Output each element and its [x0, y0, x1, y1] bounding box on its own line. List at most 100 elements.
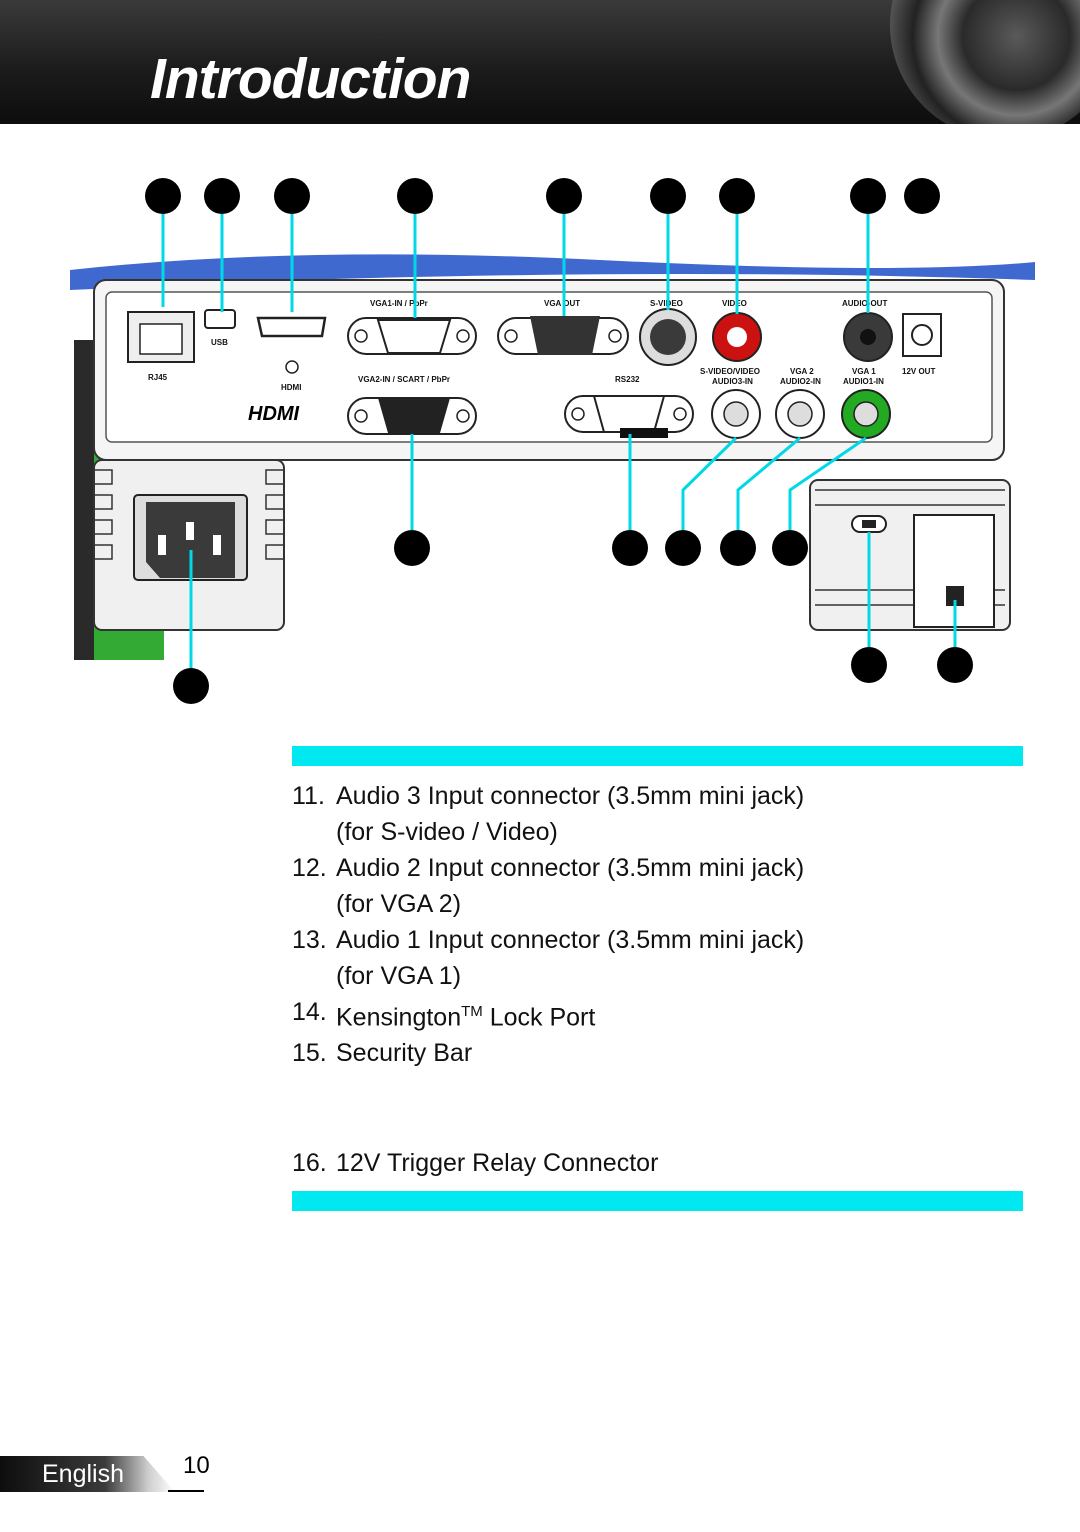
svg-text:5: 5: [559, 187, 569, 207]
list-item: 14. KensingtonTM Lock Port: [292, 994, 1032, 1035]
svg-text:3: 3: [790, 539, 800, 559]
list-item: 11. Audio 3 Input connector (3.5mm mini …: [292, 778, 1032, 850]
connector-panel-diagram: RJ45 USB HDMI HDMI VGA1-IN / PbPr VGA2-I…: [70, 178, 1035, 704]
callout-16: 6: [904, 178, 940, 214]
callout-8: 8: [850, 178, 886, 214]
label-vga1: VGA 1: [852, 367, 876, 376]
callout-badges: 1 2 3 4 5 6 7 8 6 9 0 1 2 3 4 5 7: [145, 178, 973, 704]
label-vga-out: VGA OUT: [544, 299, 580, 308]
blue-accent-band: [70, 254, 1035, 290]
svg-text:6: 6: [922, 187, 932, 207]
usb-port: USB: [204, 309, 236, 347]
svg-text:2: 2: [738, 539, 748, 559]
item-number: 11.: [292, 782, 325, 810]
label-audio2-in: AUDIO2-IN: [780, 377, 821, 386]
svg-text:0: 0: [630, 539, 640, 559]
callout-lines: [161, 197, 957, 686]
svg-text:4: 4: [410, 187, 420, 207]
rs232-port: RS232: [564, 375, 694, 438]
audio2-in-jack: [775, 389, 825, 439]
projector-lens-graphic: [890, 0, 1080, 124]
label-rj45: RJ45: [148, 373, 168, 382]
label-vga2: VGA 2: [790, 367, 814, 376]
s-video-port: S-VIDEO: [639, 299, 697, 366]
label-12v-out: 12V OUT: [902, 367, 935, 376]
item-number: 16.: [292, 1149, 327, 1178]
callout-4: 4: [397, 178, 433, 214]
footer-rule: [168, 1490, 204, 1492]
svg-text:2: 2: [217, 187, 227, 207]
item-number: 15.: [292, 1039, 327, 1068]
label-rs232: RS232: [615, 375, 640, 384]
list-item: 12. Audio 2 Input connector (3.5mm mini …: [292, 850, 1032, 922]
svg-text:3: 3: [287, 187, 297, 207]
item-text: Audio 1 Input connector (3.5mm mini jack…: [336, 926, 805, 954]
list-item: 16. 12V Trigger Relay Connector: [292, 1145, 1032, 1181]
page-header: Introduction: [0, 0, 1080, 124]
item-text: Audio 2 Input connector (3.5mm mini jack…: [336, 854, 805, 882]
footer-language-tab: [0, 1456, 175, 1492]
power-inlet: [133, 494, 248, 581]
callout-13: 3: [772, 530, 808, 566]
trademark-mark: TM: [461, 1003, 483, 1020]
vga1-in-port: VGA1-IN / PbPr: [347, 299, 477, 355]
callout-5: 5: [546, 178, 582, 214]
connector-panel-inner: [105, 291, 993, 443]
hdmi-logo: HDMI: [248, 403, 300, 425]
label-video: VIDEO: [722, 299, 747, 308]
item-text: Audio 3 Input connector (3.5mm mini jack…: [336, 782, 805, 810]
label-hdmi: HDMI: [281, 383, 301, 392]
svg-text:7: 7: [191, 677, 201, 697]
item-number: 12.: [292, 854, 327, 882]
callout-14: 4: [851, 647, 887, 683]
vga-out-port: VGA OUT: [497, 299, 629, 355]
section-bar-bottom: [292, 1191, 1023, 1211]
kensington-lock-port: [851, 515, 887, 533]
callout-1: 1: [145, 178, 181, 214]
audio1-in-jack: [841, 389, 891, 439]
svg-text:5: 5: [955, 656, 965, 676]
item-text: Kensington: [336, 1003, 462, 1032]
callout-2: 2: [204, 178, 240, 214]
12v-out-port: 12V OUT: [902, 313, 942, 376]
vga2-in-port: VGA2-IN / SCART / PbPr: [347, 375, 477, 435]
audio3-in-jack: [711, 389, 761, 439]
footer-language: English: [42, 1460, 124, 1488]
callout-3: 3: [274, 178, 310, 214]
label-usb: USB: [211, 338, 228, 347]
item-number: 13.: [292, 926, 327, 954]
rj45-port: RJ45: [127, 311, 195, 382]
label-audio1-in: AUDIO1-IN: [843, 377, 884, 386]
side-band-dark: [74, 340, 94, 660]
label-vga1-in: VGA1-IN / PbPr: [370, 299, 428, 308]
svg-text:8: 8: [863, 187, 873, 207]
item-text: Lock Port: [482, 1003, 596, 1032]
callout-6: 6: [650, 178, 686, 214]
callout-9: 9: [394, 530, 430, 566]
list-item: 15. Security Bar: [292, 1035, 1032, 1071]
callout-7: 7: [719, 178, 755, 214]
svg-text:7: 7: [732, 187, 742, 207]
label-s-video-video: S-VIDEO/VIDEO: [700, 367, 760, 376]
callout-11: 1: [665, 530, 701, 566]
svg-text:6: 6: [663, 187, 673, 207]
callout-10: 0: [612, 530, 648, 566]
list-item: 13. Audio 1 Input connector (3.5mm mini …: [292, 922, 1032, 994]
callout-12: 2: [720, 530, 756, 566]
page-number: 10: [183, 1452, 210, 1479]
section-bar-top: [292, 746, 1023, 766]
video-port: VIDEO: [712, 299, 762, 362]
page-title: Introduction: [150, 47, 471, 111]
label-vga2-in: VGA2-IN / SCART / PbPr: [358, 375, 450, 384]
item-subtext: (for VGA 1): [336, 962, 462, 990]
svg-text:1: 1: [683, 539, 693, 559]
hdmi-port: HDMI HDMI: [248, 316, 327, 425]
item-text: Security Bar: [336, 1039, 473, 1068]
svg-text:9: 9: [407, 539, 417, 559]
svg-text:4: 4: [869, 656, 879, 676]
callout-17: 7: [173, 668, 209, 704]
item-subtext: (for VGA 2): [336, 890, 462, 918]
item-subtext: (for S-video / Video): [336, 818, 558, 846]
item-text: 12V Trigger Relay Connector: [336, 1149, 659, 1178]
label-audio-out: AUDIO-OUT: [842, 299, 887, 308]
